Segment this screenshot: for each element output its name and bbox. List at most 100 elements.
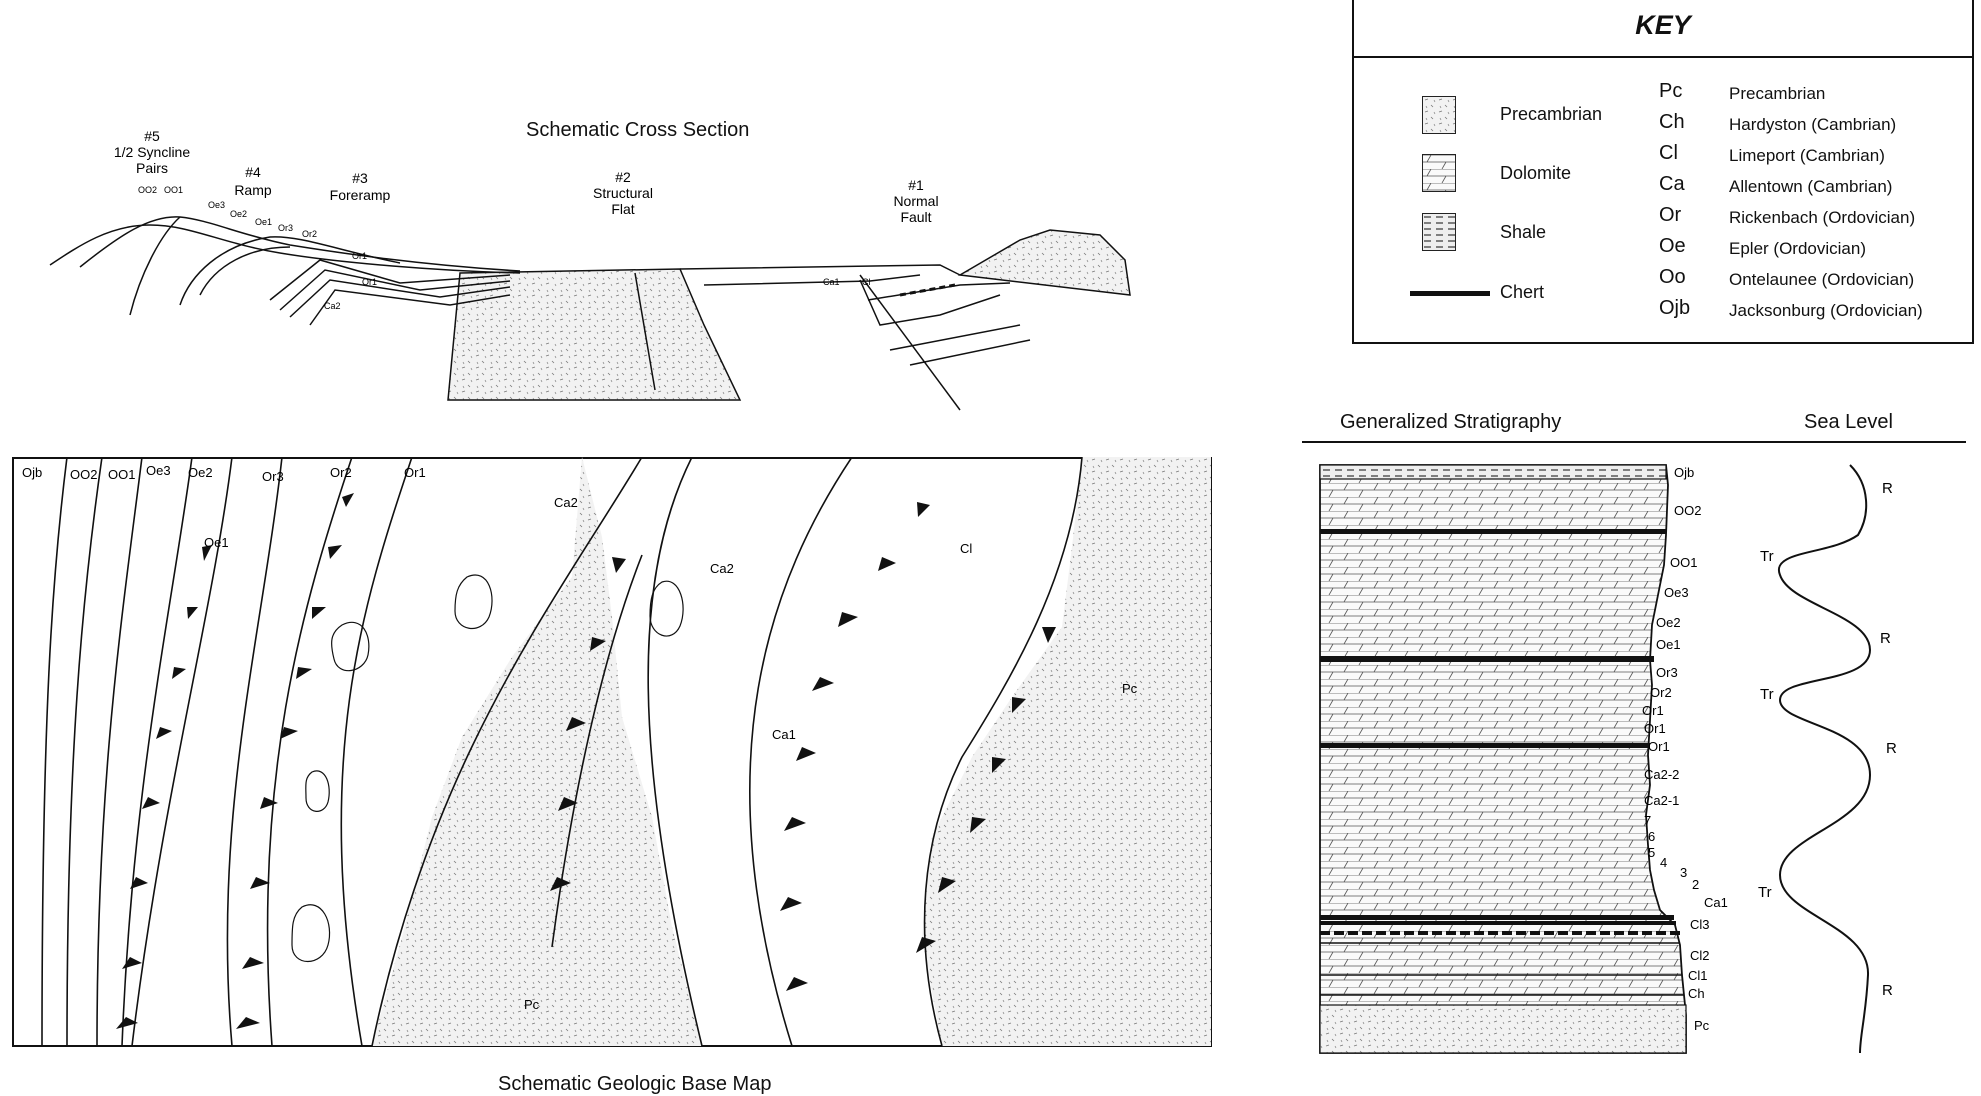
xs-label-oe1: Oe1: [255, 217, 272, 227]
map-label-ojb: Ojb: [22, 465, 42, 480]
sea-label-tr-b: Tr: [1760, 686, 1774, 703]
contact-line: [96, 457, 143, 1047]
map-label-oe3: Oe3: [146, 463, 171, 478]
contact-line: [131, 457, 233, 1047]
shale-swatch: [1422, 213, 1456, 251]
chert-swatch: [1410, 291, 1490, 296]
outlier-outline: [454, 574, 493, 630]
cross-section-diagram: #5 1/2 Syncline Pairs #4 Ramp #3 Foreram…: [49, 128, 1131, 411]
strat-label-ca2-1: Ca2-1: [1644, 793, 1679, 808]
contact-line: [66, 457, 103, 1047]
strat-label-pc: Pc: [1694, 1018, 1710, 1033]
map-label-oo2: OO2: [70, 467, 97, 482]
strat-label-or1-b: Or1: [1644, 721, 1666, 736]
sea-level-curve: [1777, 464, 1872, 1054]
unit-abbr: Oe: [1659, 235, 1686, 257]
geologic-base-map: Ojb OO2 OO1 Oe3 Oe2 Or3 Or2 Or1 Oe1 Ca2 …: [12, 457, 1212, 1047]
unit-name: Epler (Ordovician): [1729, 239, 1866, 258]
cross-section-title: Schematic Cross Section: [526, 119, 750, 141]
strat-label-oe2: Oe2: [1656, 615, 1681, 630]
strat-label-oo1: OO1: [1670, 555, 1697, 570]
precambrian-band: [1319, 1004, 1687, 1054]
zone-5-label-line2: Pairs: [136, 160, 168, 176]
stratum-line: [309, 289, 511, 326]
unit-name: Rickenbach (Ordovician): [1729, 208, 1916, 227]
contact-line: [226, 457, 283, 1047]
strat-label-4: 4: [1660, 855, 1667, 870]
map-label-oe1: Oe1: [204, 535, 229, 550]
unit-name: Jacksonburg (Ordovician): [1729, 301, 1923, 320]
strat-label-6: 6: [1648, 829, 1655, 844]
strat-label-ca2-2: Ca2-2: [1644, 767, 1679, 782]
xs-label-oo1: OO1: [164, 185, 183, 195]
outlier-outline: [331, 621, 370, 672]
strat-label-oe3: Oe3: [1664, 585, 1689, 600]
stratum-line: [129, 216, 181, 316]
strat-label-ch: Ch: [1688, 986, 1705, 1001]
contact-line: [41, 457, 68, 1047]
zone-5-label-line1: 1/2 Syncline: [114, 144, 190, 160]
fault-line-normal: [859, 274, 961, 411]
strat-label-or2: Or2: [1650, 685, 1672, 700]
xs-label-or1: Or1: [352, 251, 367, 261]
sea-label-tr: Tr: [1760, 548, 1774, 565]
zone-4-label: Ramp: [234, 182, 272, 198]
zone-1-label-line2: Fault: [900, 209, 931, 225]
map-label-pc-b: Pc: [524, 997, 540, 1012]
xs-label-or3: Or3: [278, 223, 293, 233]
unit-name: Allentown (Cambrian): [1729, 177, 1893, 196]
strat-label-5: 5: [1648, 845, 1655, 860]
contact-line: [266, 457, 353, 1047]
sea-level-title: Sea Level: [1804, 411, 1893, 433]
contact-line: [647, 457, 703, 1047]
xs-label-or1-b: Or1: [362, 277, 377, 287]
chert-band: [1320, 743, 1650, 748]
strat-label-7: 7: [1644, 813, 1651, 828]
chert-band: [1320, 656, 1654, 662]
stratum-line: [279, 269, 511, 311]
outlier-outline: [305, 770, 330, 812]
precambrian-symbol-label: Precambrian: [1500, 104, 1603, 124]
xs-label-oe3: Oe3: [208, 200, 225, 210]
contact-line: [121, 457, 193, 1047]
zone-2-label-line2: Flat: [611, 201, 634, 217]
unit-abbr: Cl: [1659, 142, 1678, 164]
precambrian-block-center: [447, 268, 742, 401]
zone-2-number: #2: [615, 169, 631, 185]
strat-label-cl3: Cl3: [1690, 917, 1710, 932]
unit-abbr: Ch: [1659, 111, 1685, 133]
sea-label-r-b: R: [1880, 630, 1891, 647]
zone-3-label: Foreramp: [330, 187, 391, 203]
precambrian-area: [372, 457, 702, 1046]
unit-abbr: Ca: [1659, 173, 1685, 195]
unit-abbr: Oo: [1659, 266, 1686, 288]
dolomite-swatch: [1422, 154, 1456, 192]
stratigraphy-title: Generalized Stratigraphy: [1340, 411, 1562, 433]
precambrian-block-right: [957, 229, 1131, 296]
unit-abbr: Or: [1659, 204, 1682, 226]
stratum-line: [859, 279, 1001, 326]
sea-label-r-c: R: [1886, 740, 1897, 757]
shale-symbol-label: Shale: [1500, 222, 1547, 242]
strat-label-cl1: Cl1: [1688, 968, 1708, 983]
contact-line: [749, 457, 853, 1047]
map-label-ca2: Ca2: [554, 495, 578, 510]
precambrian-swatch: [1422, 96, 1456, 134]
fault-line-structural-flat: [634, 272, 656, 391]
outlier-outline: [291, 904, 331, 962]
strat-label-ojb: Ojb: [1674, 465, 1694, 480]
strat-label-or3: Or3: [1656, 665, 1678, 680]
strat-label-or1: Or1: [1642, 703, 1664, 718]
stratigraphic-column: Ojb OO2 OO1 Oe3 Oe2 Oe1 Or3 Or2 Or1 Or1 …: [1319, 464, 1897, 1054]
precambrian-area: [922, 457, 1211, 1046]
strat-label-cl2: Cl2: [1690, 948, 1710, 963]
strat-column-body: [1319, 464, 1687, 1054]
stratum-line: [269, 259, 511, 301]
chert-band: [1320, 921, 1676, 925]
stratum-line: [179, 236, 401, 306]
strat-label-oo2: OO2: [1674, 503, 1701, 518]
contact-line: [371, 457, 643, 1047]
chert-band: [1320, 529, 1666, 534]
xs-label-oe2: Oe2: [230, 209, 247, 219]
strat-label-ca1: Ca1: [1704, 895, 1728, 910]
